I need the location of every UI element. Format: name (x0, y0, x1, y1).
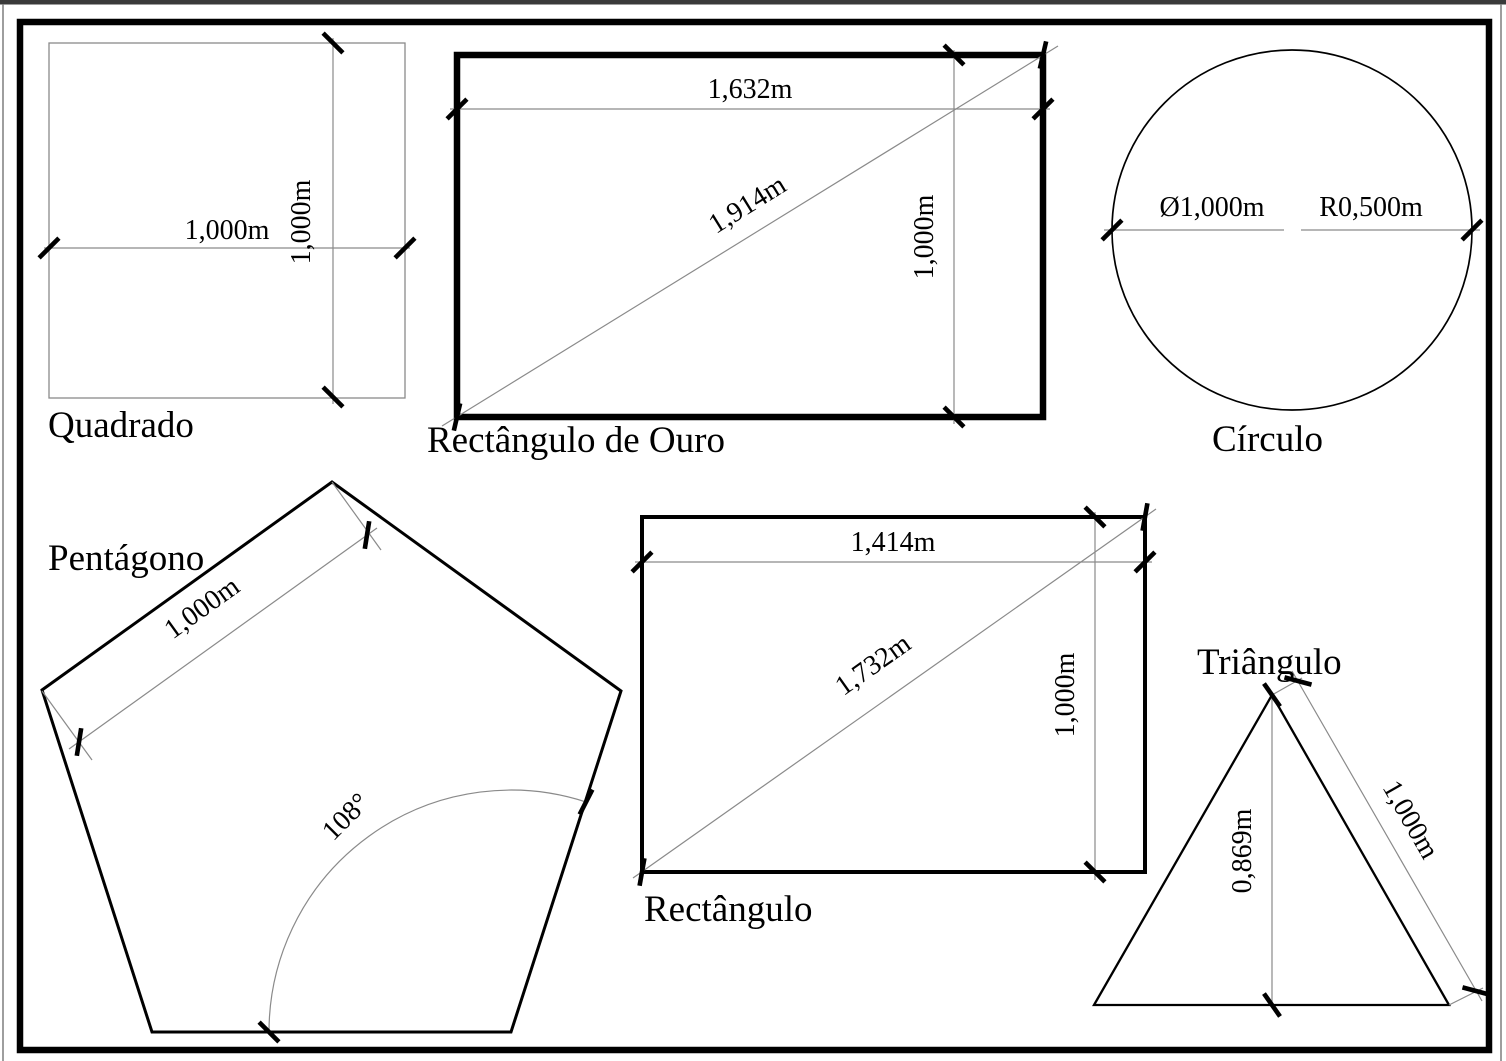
dim-tick (74, 727, 84, 757)
dim-tick (1262, 992, 1282, 1018)
pentagon-extension-line (331, 481, 382, 551)
dim-tick (1037, 40, 1049, 70)
triangle-side-dim-line (1291, 670, 1483, 1002)
triangle-side-label: 1,000m (1376, 775, 1445, 864)
circle-radius-label: R0,500m (1319, 192, 1423, 223)
rectangle-width-label: 1,414m (851, 527, 936, 558)
rectangle-height-label: 1,000m (1050, 652, 1081, 737)
shape-pentagono: 1,000m 108° Pentágono (40, 480, 623, 1044)
dim-tick (321, 31, 345, 55)
circle-diameter-label: Ø1,000m (1160, 192, 1265, 223)
pentagon-outline (40, 480, 623, 1034)
dim-tick (942, 405, 966, 429)
dim-tick (1461, 985, 1491, 997)
rectangle-diagonal-dim-line (632, 508, 1157, 879)
golden-rectangle-title: Rectângulo de Ouro (427, 420, 725, 461)
dim-tick (1100, 218, 1124, 242)
pentagon-side-dim-line (68, 527, 378, 750)
dim-tick (362, 520, 372, 550)
dim-tick (1262, 682, 1282, 708)
golden-height-label: 1,000m (909, 194, 940, 279)
dim-tick (257, 1020, 281, 1044)
dim-tick (1140, 502, 1150, 532)
dim-tick (1031, 97, 1055, 121)
dim-tick (37, 236, 61, 260)
pentagon-angle-arc (268, 789, 587, 1033)
square-outline (48, 42, 406, 399)
pentagon-title: Pentágono (48, 538, 204, 579)
dim-tick (630, 550, 654, 574)
triangle-height-label: 0,869m (1227, 808, 1258, 893)
pentagon-extension-line (41, 690, 93, 761)
dim-tick (1133, 550, 1157, 574)
rectangle-title: Rectângulo (644, 889, 813, 930)
square-height-label: 1,000m (286, 179, 317, 264)
rectangle-diagonal-label: 1,732m (830, 628, 917, 702)
dim-tick (637, 857, 647, 887)
square-width-label: 1,000m (185, 215, 270, 246)
dim-tick (321, 385, 345, 409)
circle-title: Círculo (1212, 419, 1323, 460)
dim-tick (942, 43, 966, 67)
rectangle-outline (640, 515, 1147, 874)
shape-rectangulo-de-ouro: 1,632m 1,914m 1,000m Rectângulo de Ouro (427, 40, 1059, 461)
dim-tick (445, 97, 469, 121)
dim-tick (1283, 675, 1313, 687)
shape-quadrado: 1,000m 1,000m Quadrado (37, 31, 417, 446)
dim-tick (577, 788, 595, 816)
shape-circulo: Ø1,000m R0,500m Círculo (1100, 49, 1484, 460)
shape-rectangulo: 1,414m 1,732m 1,000m Rectângulo (630, 502, 1157, 930)
shape-triangulo: 0,869m 1,000m Triângulo (1092, 642, 1491, 1018)
golden-width-label: 1,632m (708, 74, 793, 105)
pentagon-side-label: 1,000m (159, 571, 246, 646)
dim-tick (451, 402, 463, 432)
golden-diagonal-dim-line (441, 45, 1059, 427)
golden-rectangle-outline (453, 51, 1047, 421)
square-title: Quadrado (48, 405, 194, 446)
dim-tick (1460, 218, 1484, 242)
drawing-frame (16, 18, 1493, 1054)
dim-tick (1083, 505, 1107, 529)
top-bar (0, 0, 1506, 5)
dim-tick (1083, 860, 1107, 884)
triangle-title: Triângulo (1197, 642, 1342, 683)
dim-tick (393, 236, 417, 260)
golden-diagonal-label: 1,914m (703, 169, 792, 240)
